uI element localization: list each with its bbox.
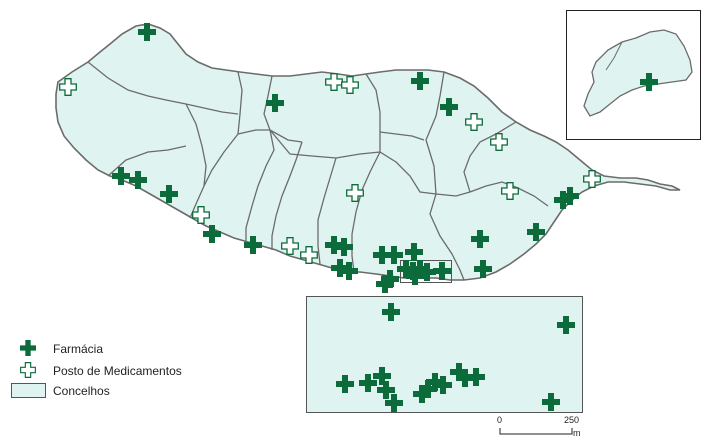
legend-post-label: Posto de Medicamentos <box>53 364 182 378</box>
porto-santo-boundary <box>605 41 623 71</box>
boundary-santana-south <box>379 131 425 141</box>
boundary-sao-vicente-south <box>237 129 270 135</box>
porto-santo-island <box>583 29 693 117</box>
porto-santo-inset <box>566 10 701 140</box>
scale-line <box>499 428 573 435</box>
legend-municipality-swatch <box>11 383 46 398</box>
boundary-funchal-east <box>429 193 465 281</box>
funchal-detail-inset <box>306 296 583 413</box>
funchal-detail-frame <box>306 296 583 413</box>
scale-end-label: 250 <box>564 415 579 425</box>
legend-post-icon <box>20 362 36 378</box>
boundary-santana-east <box>425 71 445 195</box>
legend-pharmacy-icon <box>20 340 36 356</box>
boundary-santa-cruz-north <box>379 151 471 197</box>
boundary-sao-vicente-east <box>263 75 303 143</box>
legend-pharmacy-label: Farmácia <box>53 342 103 356</box>
legend: Farmácia Posto de Medicamentos Concelhos <box>11 340 182 398</box>
scale-unit-label: m <box>573 428 581 437</box>
boundary-santana-west <box>365 73 381 152</box>
boundary-sao-vicente-west <box>237 71 243 135</box>
boundary-porto-moniz <box>87 61 239 115</box>
boundary-ribeira-brava-west <box>203 133 239 187</box>
boundary-camara-de-lobos-east <box>317 157 337 265</box>
boundary-ponta-do-sol <box>185 103 207 219</box>
scale-start-label: 0 <box>497 415 502 425</box>
boundary-camara-de-lobos-west <box>271 141 303 250</box>
boundary-calheta <box>107 145 187 177</box>
boundary-ribeira-brava-east <box>245 129 275 242</box>
boundary-santana-machico <box>463 121 517 193</box>
boundary-funchal-west <box>351 151 381 273</box>
scale-bar: 0 250 m <box>497 415 581 437</box>
legend-municipality-label: Concelhos <box>53 384 110 398</box>
boundary-central-ridge <box>269 129 381 159</box>
municipality-boundaries <box>87 61 549 281</box>
